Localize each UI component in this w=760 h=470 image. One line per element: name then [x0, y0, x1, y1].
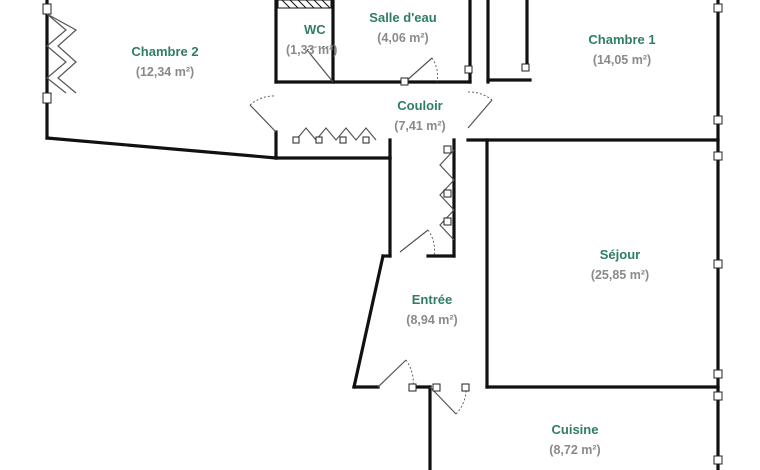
room-name: Chambre 2	[131, 44, 199, 59]
room-cuisine: Cuisine (8,72 m²)	[549, 420, 600, 460]
walls	[45, 0, 720, 470]
wc-hatch	[277, 0, 332, 9]
room-name: Salle d'eau	[369, 10, 437, 25]
room-name: Cuisine	[551, 422, 599, 437]
room-chambre1: Chambre 1 (14,05 m²)	[588, 30, 655, 70]
room-chambre2: Chambre 2 (12,34 m²)	[131, 42, 198, 82]
room-name: Chambre 1	[588, 32, 656, 47]
room-name: WC	[304, 22, 326, 37]
room-area: (12,34 m²)	[135, 65, 195, 79]
room-area: (1,33 m²)	[286, 43, 338, 57]
chambre2-window	[42, 3, 78, 104]
doors	[249, 46, 530, 415]
room-entree: Entrée (8,94 m²)	[406, 290, 457, 330]
entree-left-slant	[352, 254, 385, 389]
room-couloir: Couloir (7,41 m²)	[394, 96, 445, 136]
room-wc: WC (1,33 m²)	[286, 20, 337, 60]
room-salledeau: Salle d'eau (4,06 m²)	[369, 8, 436, 48]
room-name: Entrée	[411, 292, 453, 307]
facade-windows	[713, 3, 723, 465]
room-area: (8,72 m²)	[549, 443, 601, 457]
room-area: (7,41 m²)	[394, 119, 446, 133]
room-area: (25,85 m²)	[590, 268, 650, 282]
room-area: (8,94 m²)	[406, 313, 458, 327]
room-area: (4,06 m²)	[377, 31, 429, 45]
room-sejour: Séjour (25,85 m²)	[591, 245, 649, 285]
room-name: Séjour	[599, 247, 641, 262]
chambre2-bottom-wall	[45, 136, 278, 160]
room-area: (14,05 m²)	[592, 53, 652, 67]
room-name: Couloir	[397, 98, 443, 113]
